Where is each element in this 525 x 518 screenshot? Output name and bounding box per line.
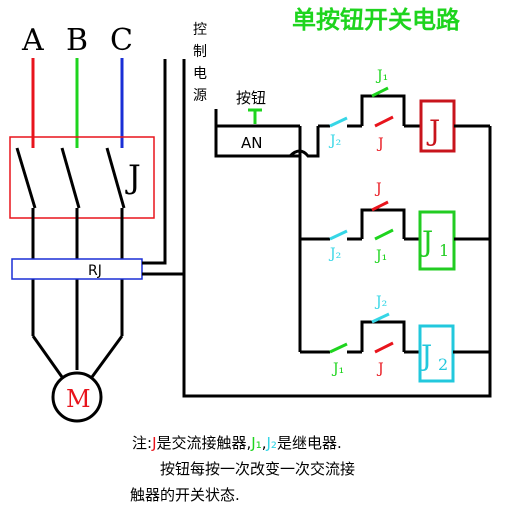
contactor-switch-b [60, 147, 81, 209]
phase-a-label: A [21, 23, 44, 58]
row2-j2-contact [329, 229, 348, 241]
motor-lead-a [31, 335, 64, 378]
motor-label: M [66, 385, 91, 413]
row1-bypass [360, 94, 406, 126]
thermal-relay-box [11, 258, 143, 280]
row2-j-contact [371, 200, 389, 212]
wire-hop [288, 126, 320, 158]
row3-j1-label: J₁ [331, 361, 344, 377]
row3-j1-contact [329, 342, 348, 354]
note-prefix: 注: [132, 434, 153, 452]
motor-circle [51, 371, 103, 423]
row3-j-contact [374, 341, 394, 354]
note-j1: J₁ [251, 434, 262, 452]
row2-j-label: J [374, 181, 382, 197]
row1-j-label: J [376, 136, 384, 152]
note-text-1: 是交流接触器, [156, 434, 252, 452]
note-line-1: 注:J是交流接触器,J₁,J₂是继电器. [132, 430, 517, 456]
row1-j1-label: J₁ [375, 68, 388, 84]
contactor-switch-a [15, 147, 37, 209]
row2-bypass [360, 208, 406, 239]
note-text-2: 是继电器. [276, 434, 342, 452]
row2-coil-sub: 1 [439, 241, 449, 260]
note-j2: J₂ [266, 434, 277, 452]
row1-coil [419, 99, 456, 153]
row1-coil-label: J [426, 114, 440, 147]
row3-j-label: J [376, 361, 384, 377]
control-power-char-4: 源 [193, 88, 207, 104]
row3-j2-label: J₂ [374, 294, 387, 310]
row1-j2-contact [329, 116, 348, 128]
motor-lead-c [90, 335, 124, 378]
contactor-box [9, 136, 155, 219]
note-line-2: 按钮每按一次改变一次交流接 [160, 460, 356, 478]
control-power-char-2: 制 [193, 44, 207, 60]
diagram-note: 注:J是交流接触器,J₁,J₂是继电器. 按钮每按一次改变一次交流接 触器的开关… [130, 430, 517, 508]
row2-j1-label: J₁ [374, 248, 387, 264]
button-caption: 按钮 [236, 89, 266, 107]
row2-coil-label: J [419, 225, 433, 258]
button-label: AN [241, 134, 262, 152]
row3-coil-label: J [418, 339, 432, 372]
diagram-title: 单按钮开关电路 [292, 6, 461, 34]
phase-c-label: C [110, 23, 133, 58]
row1-j-contact [374, 115, 394, 128]
control-wire-upper [142, 59, 167, 265]
row3-coil-sub: 2 [438, 355, 448, 374]
contactor-switch-c [105, 147, 126, 209]
row1-j2-label: J₂ [328, 133, 341, 149]
row3-j2-contact [371, 312, 390, 324]
control-power-char-3: 电 [193, 66, 207, 82]
contactor-label: J [125, 158, 141, 196]
note-j: J [152, 434, 157, 452]
row2-j1-contact [374, 228, 394, 241]
note-line-3: 触器的开关状态. [130, 486, 240, 504]
row1-j1-contact [371, 86, 389, 98]
row2-j2-label: J₂ [328, 246, 341, 262]
thermal-relay-label: RJ [88, 263, 102, 279]
button-body [214, 109, 300, 158]
phase-b-label: B [66, 23, 88, 58]
control-power-char-1: 控 [193, 22, 207, 38]
row3-bypass [360, 320, 406, 352]
control-wire-lower [142, 126, 492, 398]
note-comma: , [261, 434, 267, 452]
